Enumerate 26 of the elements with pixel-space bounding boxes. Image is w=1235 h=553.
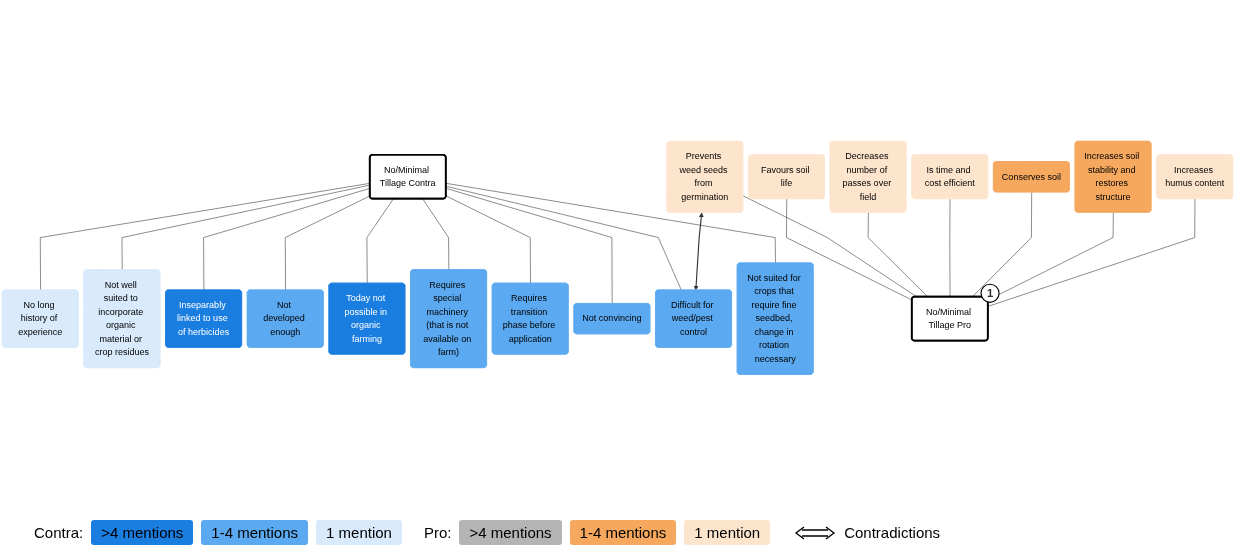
legend-swatch: 1-4 mentions [569, 520, 677, 545]
connector [971, 192, 1032, 298]
connector [867, 212, 929, 298]
connector [987, 198, 1196, 307]
legend-heading: Contra: [34, 524, 84, 541]
connector [445, 183, 776, 264]
arrow [693, 212, 704, 291]
connector [285, 195, 371, 291]
connector [203, 188, 371, 291]
connector [445, 188, 613, 305]
connector [445, 186, 682, 291]
legend-text: Contradictions [844, 524, 941, 541]
legend-swatch: 1 mention [316, 520, 402, 545]
legend-swatch: 1-4 mentions [201, 520, 309, 545]
legend-swatch: >4 mentions [91, 520, 194, 545]
connector [786, 198, 913, 301]
legend-swatch: 1 mention [684, 520, 771, 545]
connector [742, 195, 918, 298]
connector [40, 183, 371, 291]
number-badge: 1 [980, 283, 1000, 304]
connector [445, 195, 531, 284]
connector [949, 198, 951, 298]
legend-heading: Pro: [423, 524, 452, 541]
legend-swatch: >4 mentions [459, 520, 562, 545]
connector [422, 198, 450, 271]
connector [366, 198, 394, 284]
